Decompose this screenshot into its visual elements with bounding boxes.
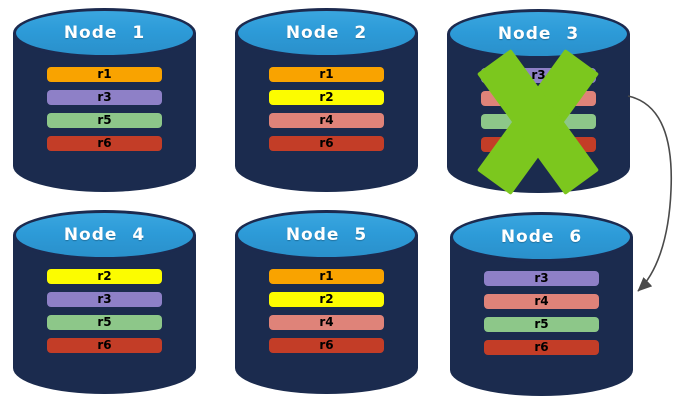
replica-bar-r3: r3	[484, 271, 599, 286]
replica-bar-r6: r6	[269, 338, 384, 353]
arrow-curve	[627, 95, 673, 292]
replica-bar-r6: r6	[269, 136, 384, 151]
cylinder-top: Node 3	[447, 9, 630, 59]
replica-bar-r5: r5	[484, 317, 599, 332]
replica-bar-r5: r5	[47, 113, 162, 128]
cylinder-top: Node 6	[450, 212, 633, 262]
replica-bar-r6: r6	[47, 338, 162, 353]
replica-bar-r2: r2	[269, 292, 384, 307]
node-6: Node 6 r3 r4 r5 r6	[450, 212, 633, 396]
replica-bar-r1: r1	[269, 269, 384, 284]
replica-bar-r6: r6	[47, 136, 162, 151]
cylinder-top: Node 4	[13, 210, 196, 260]
node-title-label: Node 1	[63, 23, 146, 43]
replica-bar-r2: r2	[269, 90, 384, 105]
cylinder-body	[13, 235, 196, 394]
replica-list: r1 r2 r4 r6	[235, 67, 418, 159]
replica-bar-r4: r4	[484, 294, 599, 309]
replica-bar-r2: r2	[47, 269, 162, 284]
cylinder-body	[450, 237, 633, 396]
replica-bar-r6: r6	[484, 340, 599, 355]
replica-list: r1 r3 r5 r6	[13, 67, 196, 159]
cylinder-top: Node 1	[13, 8, 196, 58]
node-5: Node 5 r1 r2 r4 r6	[235, 210, 418, 394]
replica-list: r3 r4 r5 r6	[450, 271, 633, 363]
replica-bar-r5: r5	[47, 315, 162, 330]
cylinder-body	[13, 33, 196, 192]
node-title-label: Node 5	[285, 225, 368, 245]
cylinder-body	[235, 235, 418, 394]
replica-bar-r1: r1	[47, 67, 162, 82]
cylinder-body	[235, 33, 418, 192]
node-2: Node 2 r1 r2 r4 r6	[235, 8, 418, 192]
replica-bar-r3: r3	[47, 90, 162, 105]
node-4: Node 4 r2 r3 r5 r6	[13, 210, 196, 394]
cylinder-top: Node 2	[235, 8, 418, 58]
replica-bar-r1: r1	[269, 67, 384, 82]
replica-bar-r4: r4	[269, 315, 384, 330]
replica-list: r1 r2 r4 r6	[235, 269, 418, 361]
node-1: Node 1 r1 r3 r5 r6	[13, 8, 196, 192]
replica-list: r2 r3 r5 r6	[13, 269, 196, 361]
node-title-label: Node 2	[285, 23, 368, 43]
node-title-label: Node 4	[63, 225, 146, 245]
cylinder-top: Node 5	[235, 210, 418, 260]
replica-bar-r3: r3	[47, 292, 162, 307]
node-title-label: Node 6	[500, 227, 583, 247]
node-title-label: Node 3	[497, 24, 580, 44]
failed-x-icon	[447, 9, 630, 196]
replica-bar-r4: r4	[269, 113, 384, 128]
